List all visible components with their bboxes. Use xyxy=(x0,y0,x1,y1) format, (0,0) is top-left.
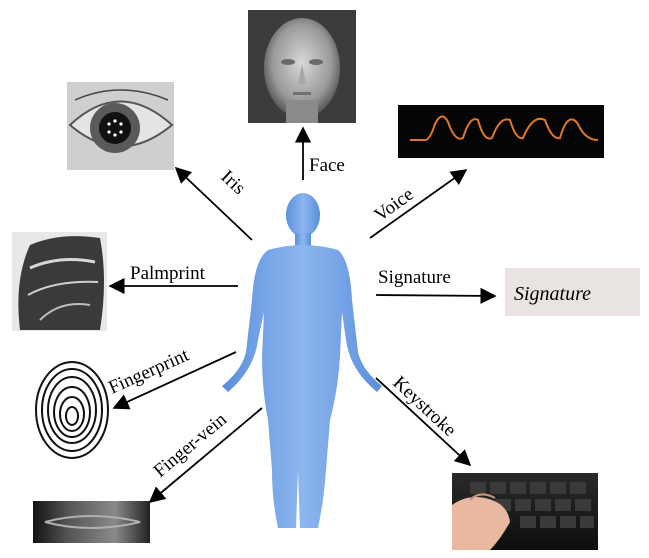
label-voice: Voice xyxy=(371,184,418,226)
face-photo xyxy=(248,10,356,123)
arrow-signature xyxy=(376,295,495,296)
label-signature: Signature xyxy=(378,267,451,288)
signature-image-text: Signature xyxy=(514,283,591,305)
label-face: Face xyxy=(309,155,345,176)
voice-waveform xyxy=(398,105,604,158)
label-fingerprint: Fingerprint xyxy=(105,344,192,398)
keyboard-photo xyxy=(452,473,598,550)
fingerprint-photo xyxy=(34,360,110,460)
signature-photo: Signature xyxy=(505,268,640,316)
label-palmprint: Palmprint xyxy=(130,263,206,284)
finger-vein-photo xyxy=(33,501,150,543)
human-body-figure xyxy=(222,193,382,528)
label-iris: Iris xyxy=(217,166,250,199)
label-keystroke: Keystroke xyxy=(389,372,460,441)
iris-photo xyxy=(67,82,174,170)
palmprint-photo xyxy=(12,232,107,331)
